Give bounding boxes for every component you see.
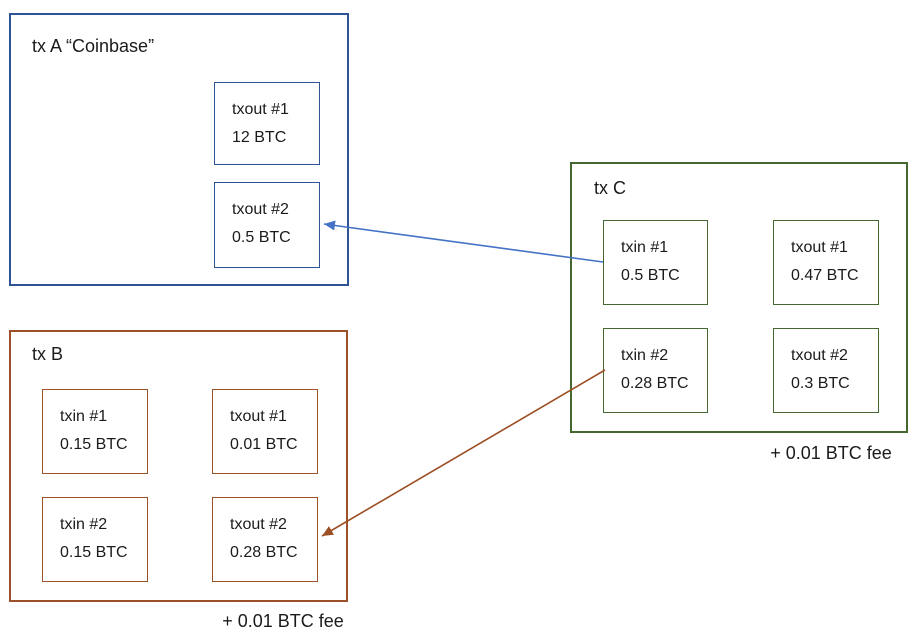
cell-label: txin #1 (621, 239, 669, 256)
cell-label: txout #1 (232, 101, 289, 118)
tx-b-txin-1: txin #1 0.15 BTC (42, 389, 148, 474)
arrow-txc-txin2-to-txb-txout2 (321, 369, 606, 537)
cell-label: txout #1 (791, 239, 848, 256)
cell-label: txout #1 (230, 408, 287, 425)
cell-amount: 0.3 BTC (791, 375, 850, 392)
tx-b-txout-1: txout #1 0.01 BTC (212, 389, 318, 474)
arrow-txc-txin1-to-txa-txout2 (323, 220, 604, 263)
tx-b-title: tx B (32, 344, 64, 364)
cell-amount: 0.01 BTC (230, 436, 298, 453)
cell-amount: 0.28 BTC (621, 375, 689, 392)
cell-label: txin #2 (621, 347, 669, 364)
tx-a-txout-1: txout #1 12 BTC (214, 82, 320, 165)
cell-label: txout #2 (791, 347, 848, 364)
tx-c-txin-2: txin #2 0.28 BTC (603, 328, 708, 413)
tx-c-txin-1: txin #1 0.5 BTC (603, 220, 708, 305)
tx-b-txin-2: txin #2 0.15 BTC (42, 497, 148, 582)
tx-a-txout-2: txout #2 0.5 BTC (214, 182, 320, 268)
cell-amount: 0.15 BTC (60, 436, 128, 453)
cell-amount: 12 BTC (232, 129, 287, 146)
cell-label: txout #2 (230, 516, 287, 533)
tx-b-fee-label: + 0.01 BTC fee (222, 611, 344, 631)
cell-amount: 0.47 BTC (791, 267, 859, 284)
tx-c-txout-2: txout #2 0.3 BTC (773, 328, 879, 413)
cell-amount: 0.5 BTC (621, 267, 680, 284)
tx-c-title: tx C (594, 178, 627, 198)
tx-a-title: tx A “Coinbase” (32, 36, 155, 56)
cell-label: txin #1 (60, 408, 108, 425)
tx-b-txout-2: txout #2 0.28 BTC (212, 497, 318, 582)
cell-amount: 0.28 BTC (230, 544, 298, 561)
cell-label: txin #2 (60, 516, 108, 533)
tx-c-box: tx C txin #1 0.5 BTC txout #1 0.47 BTC t… (570, 162, 908, 433)
tx-c-txout-1: txout #1 0.47 BTC (773, 220, 879, 305)
cell-label: txout #2 (232, 201, 289, 218)
cell-amount: 0.15 BTC (60, 544, 128, 561)
cell-amount: 0.5 BTC (232, 229, 291, 246)
tx-c-fee-label: + 0.01 BTC fee (770, 443, 892, 463)
tx-b-box: tx B txin #1 0.15 BTC txout #1 0.01 BTC … (9, 330, 348, 602)
tx-a-box: tx A “Coinbase” txout #1 12 BTC txout #2… (9, 13, 349, 286)
